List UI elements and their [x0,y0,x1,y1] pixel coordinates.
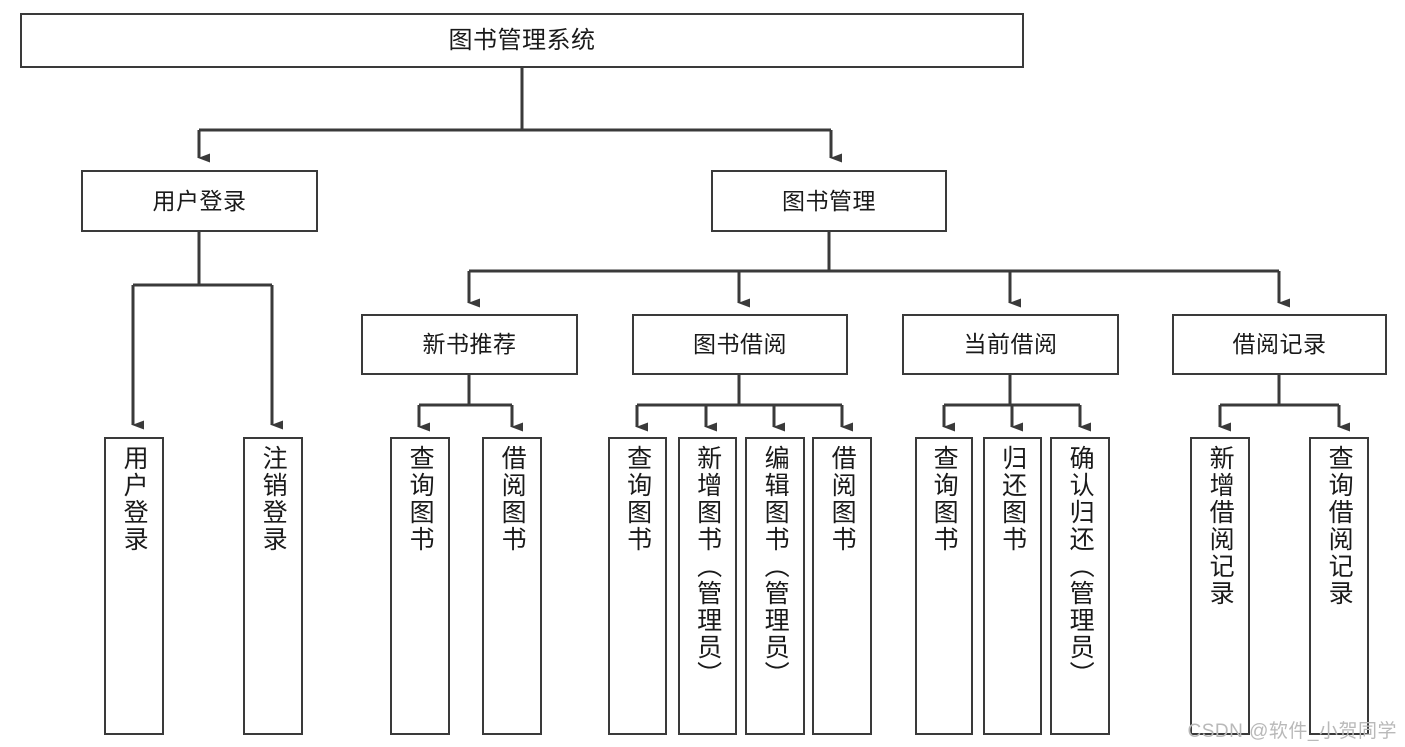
node-label: 用户登录 [120,445,149,553]
leaf-current-query-book[interactable]: 查询图书 [915,437,973,735]
node-label: 注销登录 [259,445,288,553]
node-current-borrow[interactable]: 当前借阅 [902,314,1119,375]
node-label: 确认归还（管理员） [1066,445,1095,688]
node-new-book-recommend[interactable]: 新书推荐 [361,314,578,375]
leaf-borrow-query-book[interactable]: 查询图书 [608,437,667,735]
node-label: 查询借阅记录 [1325,445,1354,607]
node-label: 编辑图书（管理员） [761,445,790,688]
leaf-borrow-borrow-book[interactable]: 借阅图书 [812,437,872,735]
leaf-user-login-signout[interactable]: 注销登录 [243,437,303,735]
leaf-borrow-edit-book-admin[interactable]: 编辑图书（管理员） [745,437,805,735]
leaf-record-query-record[interactable]: 查询借阅记录 [1309,437,1369,735]
node-label: 图书管理系统 [448,26,596,54]
node-book-management[interactable]: 图书管理 [711,170,947,232]
node-label: 新增图书（管理员） [693,445,722,688]
node-label: 新书推荐 [422,331,517,357]
node-label: 借阅图书 [828,445,857,553]
csdn-watermark: CSDN @软件_小贺同学 [1187,721,1397,742]
leaf-record-add-record[interactable]: 新增借阅记录 [1190,437,1250,735]
node-label: 借阅记录 [1232,331,1327,357]
node-book-borrow[interactable]: 图书借阅 [632,314,848,375]
node-label: 查询图书 [406,445,435,553]
leaf-borrow-add-book-admin[interactable]: 新增图书（管理员） [678,437,737,735]
leaf-current-confirm-return-admin[interactable]: 确认归还（管理员） [1050,437,1110,735]
node-label: 用户登录 [152,187,247,214]
leaf-recommend-borrow-book[interactable]: 借阅图书 [482,437,542,735]
node-label: 新增借阅记录 [1206,445,1235,607]
node-label: 图书借阅 [693,331,787,357]
leaf-user-login-signin[interactable]: 用户登录 [104,437,164,735]
node-label: 查询图书 [930,445,959,553]
node-borrow-record[interactable]: 借阅记录 [1172,314,1387,375]
node-label: 当前借阅 [963,331,1058,357]
node-label: 图书管理 [782,187,876,214]
leaf-current-return-book[interactable]: 归还图书 [983,437,1042,735]
leaf-recommend-query-book[interactable]: 查询图书 [390,437,450,735]
node-root-system[interactable]: 图书管理系统 [20,13,1024,68]
node-label: 借阅图书 [498,445,527,553]
node-user-login[interactable]: 用户登录 [81,170,318,232]
node-label: 归还图书 [998,445,1027,553]
node-label: 查询图书 [623,445,652,553]
